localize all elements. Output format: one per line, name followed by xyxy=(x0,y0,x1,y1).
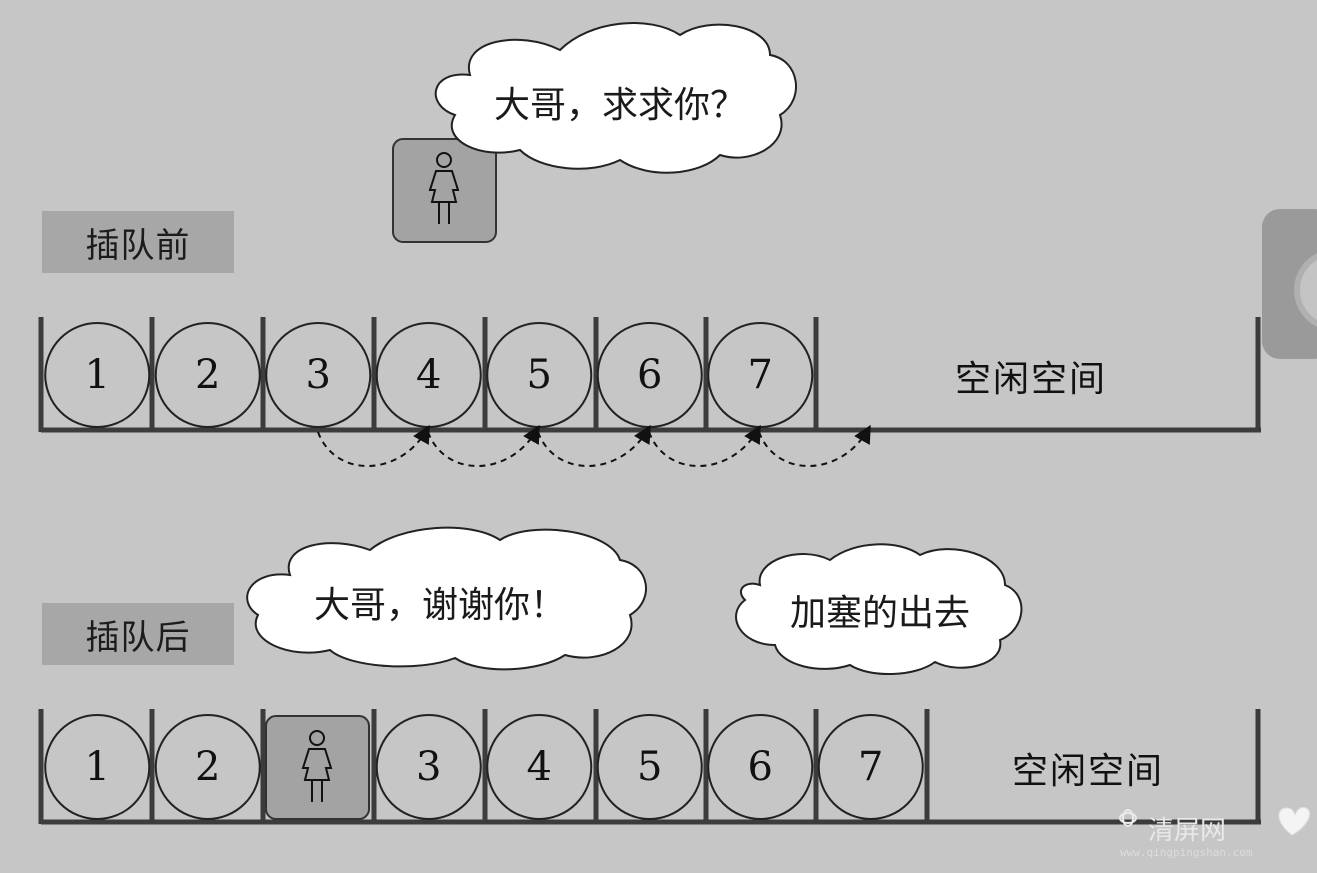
after-item-5: 5 xyxy=(637,744,663,790)
before-item-5: 5 xyxy=(526,352,552,398)
before-item-4: 4 xyxy=(416,352,442,398)
shift-arrow-7-free xyxy=(758,424,871,467)
before-item-2: 2 xyxy=(195,352,221,398)
after-circle-7 xyxy=(817,714,924,820)
before-circle-1 xyxy=(44,322,151,428)
side-drawer-handle[interactable] xyxy=(1262,209,1317,359)
before-item-7: 7 xyxy=(747,352,773,398)
woman-icon xyxy=(301,730,333,802)
label-before: 插队前 xyxy=(42,211,234,273)
shift-arrow-4-5 xyxy=(427,424,540,467)
after-item-1: 1 xyxy=(84,744,110,790)
queue-after-circles xyxy=(44,714,924,820)
before-circle-3 xyxy=(265,322,372,428)
after-item-2: 2 xyxy=(195,744,221,790)
after-circle-2 xyxy=(154,714,261,820)
thought-bubble-squeeze: 加塞的出去 xyxy=(789,593,970,634)
before-item-1: 1 xyxy=(84,352,110,398)
after-circle-5 xyxy=(596,714,703,820)
after-circle-6 xyxy=(707,714,814,820)
thought-bubble-plea-shape xyxy=(434,22,797,174)
after-circle-3 xyxy=(375,714,482,820)
after-circle-4 xyxy=(486,714,593,820)
after-item-4: 4 xyxy=(526,744,552,790)
after-item-7: 7 xyxy=(858,744,884,790)
label-after: 插队后 xyxy=(42,603,234,665)
queue-before-track xyxy=(38,317,1261,433)
person-inserted xyxy=(265,715,370,820)
flower-icon xyxy=(1119,809,1138,828)
thought-bubble-squeeze-shape xyxy=(735,543,1023,675)
thought-bubble-thanks: 大哥，谢谢你！ xyxy=(313,585,566,626)
woman-icon xyxy=(428,152,460,224)
shift-arrows xyxy=(317,424,871,467)
before-item-6: 6 xyxy=(637,352,663,398)
after-item-3: 3 xyxy=(416,744,442,790)
thought-bubble-plea: 大哥，求求你？ xyxy=(493,85,746,126)
after-item-6: 6 xyxy=(747,744,773,790)
shift-arrow-3-4 xyxy=(317,424,430,467)
queue-after-track xyxy=(38,709,1261,825)
watermark-name: 清屏网 xyxy=(1148,816,1227,846)
thought-bubble-thanks-shape xyxy=(246,526,647,671)
after-circle-1 xyxy=(44,714,151,820)
heart-icon xyxy=(1278,807,1310,836)
handle-knob-icon xyxy=(1294,249,1317,331)
free-space-after: 空闲空间 xyxy=(1012,751,1165,792)
before-circle-2 xyxy=(154,322,261,428)
before-item-3: 3 xyxy=(305,352,331,398)
watermark-url: www.qingpingshan.com xyxy=(1120,846,1253,859)
shift-arrow-6-7 xyxy=(648,424,761,467)
person-waiting xyxy=(392,138,497,243)
shift-arrow-5-6 xyxy=(537,424,651,467)
free-space-before: 空闲空间 xyxy=(955,359,1108,400)
